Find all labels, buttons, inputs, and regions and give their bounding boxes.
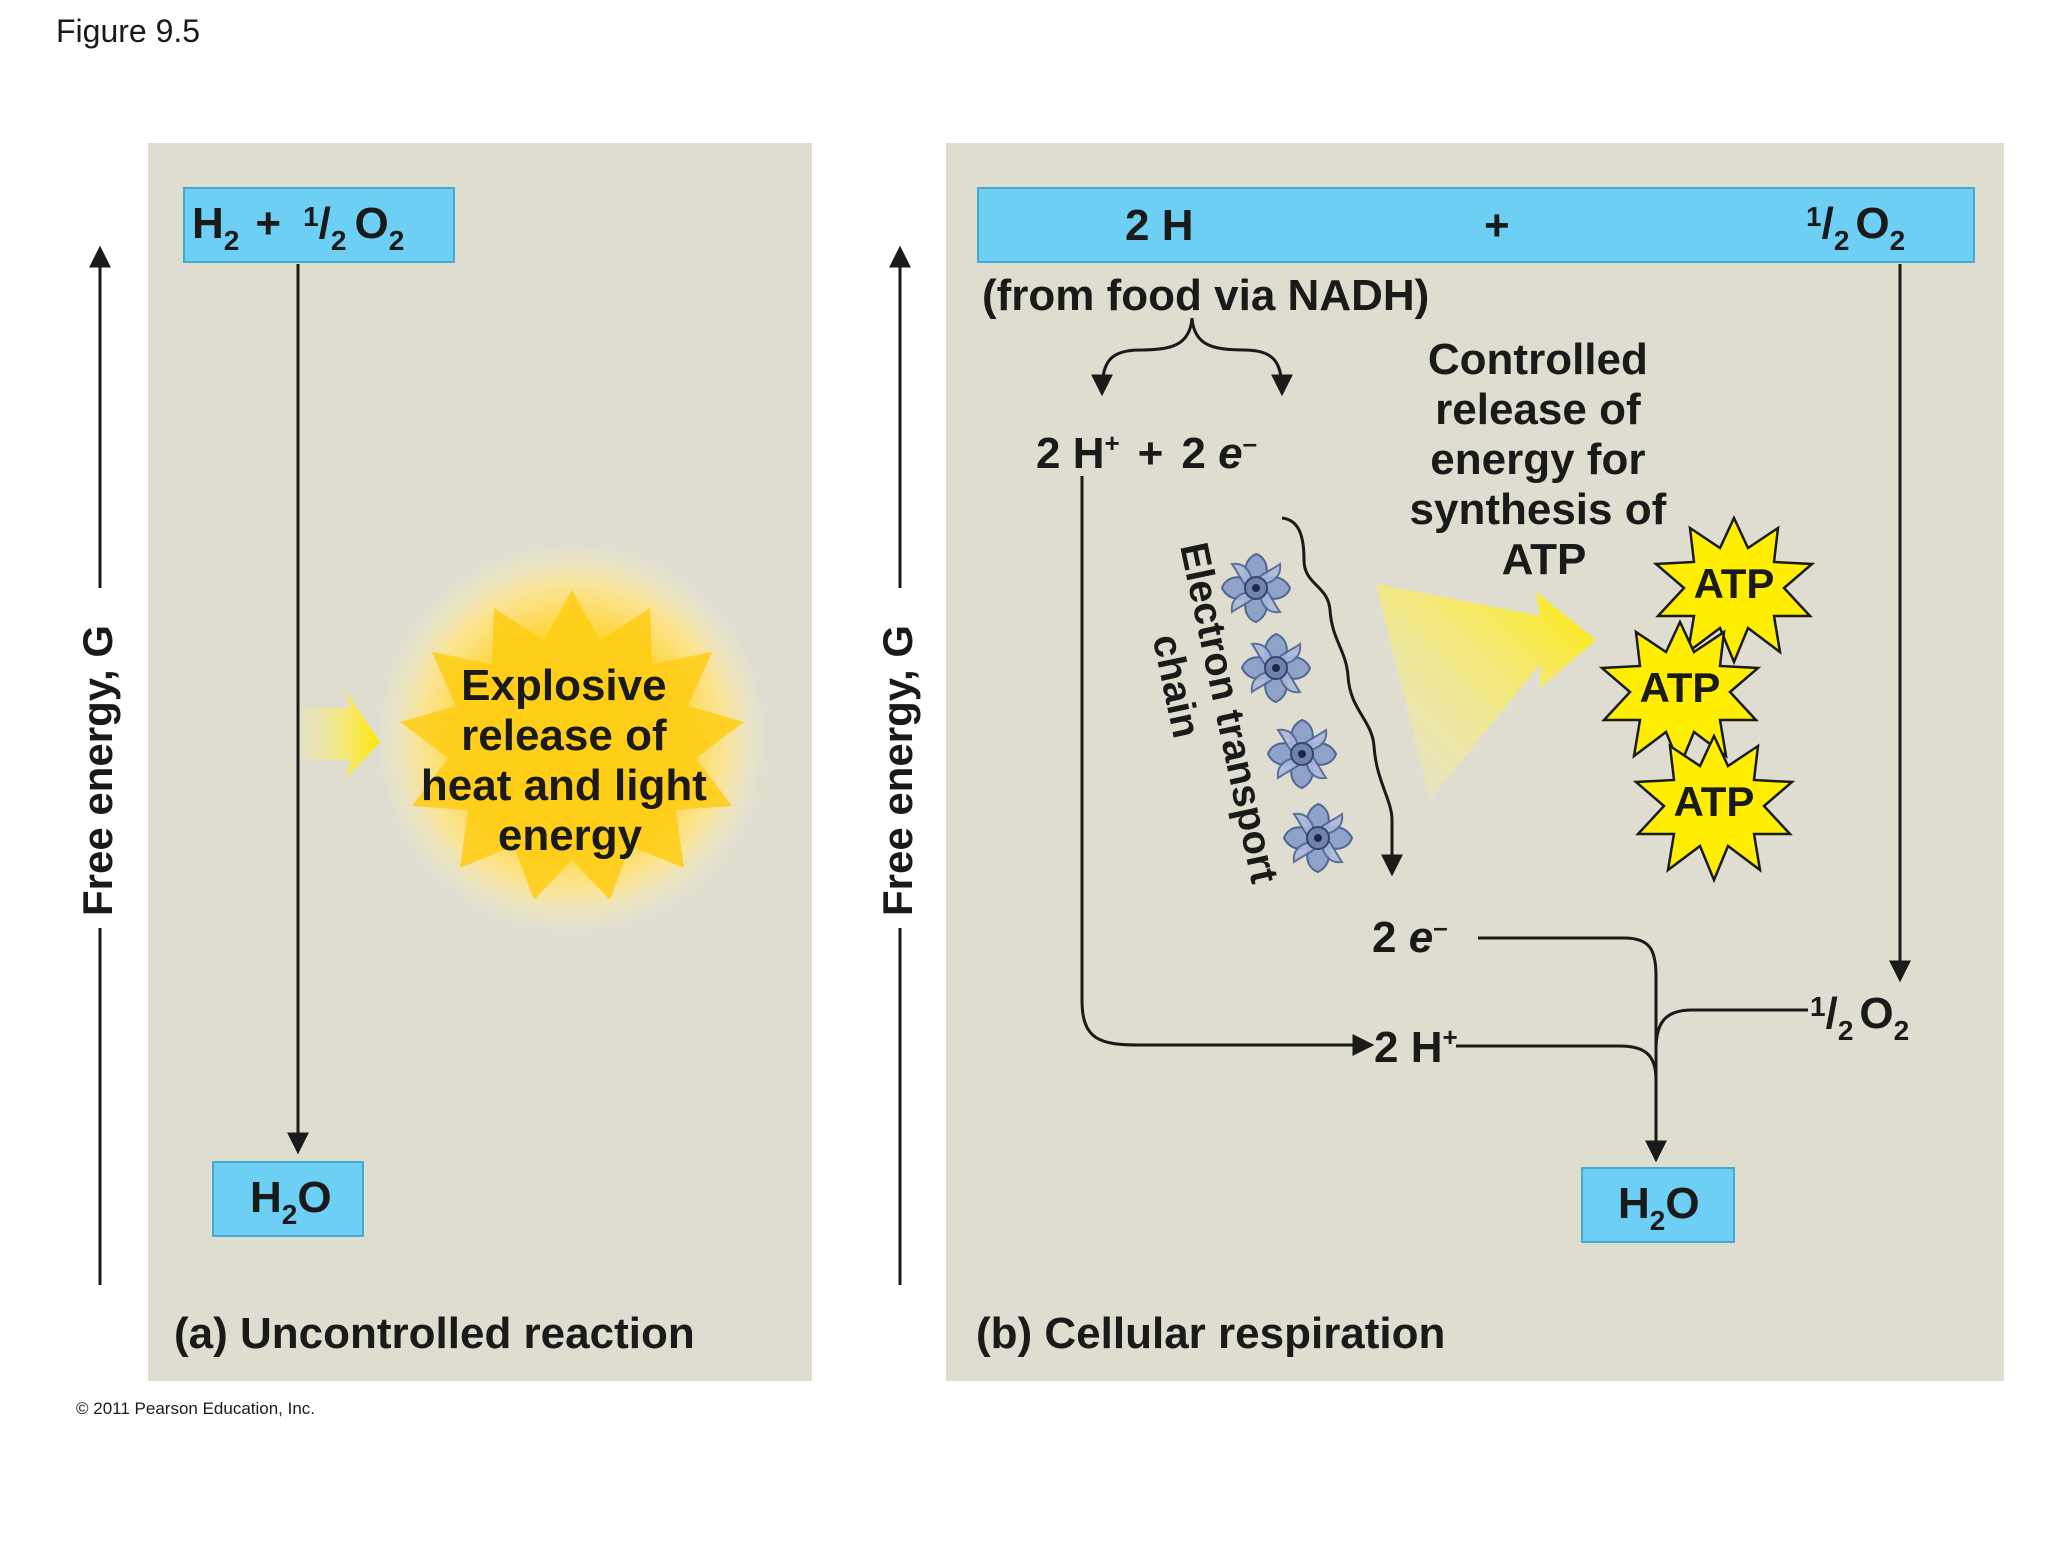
copyright: © 2011 Pearson Education, Inc. [76, 1399, 315, 1418]
svg-text:ATP: ATP [1640, 664, 1721, 711]
split-products: 2 H++2 e– [1036, 428, 1257, 478]
etc-protein-4-icon [1279, 799, 1357, 877]
atp-burst-1: ATP [1652, 515, 1816, 666]
figure-label: Figure 9.5 [56, 13, 200, 49]
electron-merge-line [1478, 936, 1658, 1072]
panel-a-product-formula: H2O [250, 1173, 332, 1230]
panel-b-top-bar [977, 187, 1975, 263]
panel-b-product-formula: H2O [1618, 1179, 1700, 1236]
electrons-bottom: 2 e– [1372, 912, 1448, 962]
split-arrow-left [1091, 317, 1194, 397]
oxygen-merge-line [1654, 1008, 1808, 1051]
controlled-energy-arrow [1376, 584, 1596, 800]
atp-burst-2: ATP [1598, 619, 1762, 770]
top-bar-plus: + [1484, 201, 1510, 250]
panel-b-caption: (b) Cellular respiration [976, 1309, 1445, 1358]
from-food-text: (from food via NADH) [982, 271, 1429, 320]
panel-a-product-box [212, 1161, 364, 1237]
explosion-burst [376, 542, 768, 934]
panel-a-axis-label: Free energy, G [74, 625, 121, 916]
atp-burst-3: ATP [1632, 733, 1796, 884]
top-bar-hydrogen: 2 H [1125, 201, 1193, 250]
etc-protein-3-icon [1263, 715, 1341, 793]
svg-text:ATP: ATP [1694, 560, 1775, 607]
svg-text:ATP: ATP [1674, 778, 1755, 825]
panel-b-product-box [1581, 1167, 1735, 1243]
split-arrow-right [1190, 317, 1293, 397]
controlled-release-text: Controlled release of energy for synthes… [1410, 335, 1679, 584]
electron-cascade-arrow [1281, 516, 1403, 877]
proton-path-arrow [1080, 476, 1375, 1056]
panel-a-caption: (a) Uncontrolled reaction [174, 1309, 695, 1358]
panel-b-background [946, 143, 2004, 1381]
panel-b-axis-label: Free energy, G [874, 625, 921, 916]
protons-bottom: 2 H+ [1374, 1022, 1458, 1072]
explosion-text: Explosive release of heat and light ener… [421, 661, 719, 860]
etc-protein-2-icon [1237, 629, 1315, 707]
panel-a-energy-arrow [300, 690, 380, 780]
panel-a-reactant-box [183, 187, 455, 263]
